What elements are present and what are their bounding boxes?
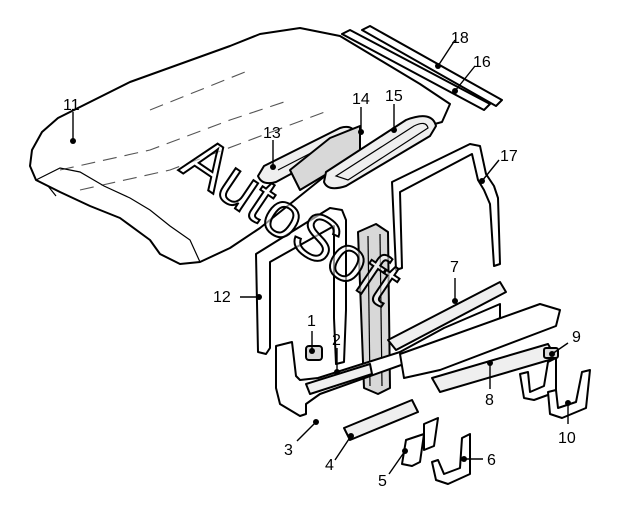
- sill-panel-rear: [399, 303, 561, 393]
- callout-16: 16: [473, 54, 491, 71]
- callout-17: 17: [500, 148, 518, 165]
- sill-cover-front: [343, 399, 419, 441]
- callout-5: 5: [378, 473, 387, 490]
- callout-1: 1: [307, 313, 316, 330]
- callout-4: 4: [325, 457, 334, 474]
- callout-12: 12: [213, 289, 231, 306]
- bracket-10: [547, 369, 591, 419]
- leader-dots: [70, 63, 571, 462]
- callout-10: 10: [558, 430, 576, 447]
- callout-labels: 1 2 3 4 5 6 7 8 9 10 11 12 13 14 15 16 1…: [63, 30, 581, 490]
- callout-7: 7: [450, 259, 459, 276]
- callout-8: 8: [485, 392, 494, 409]
- roof-glass-right: [289, 115, 437, 191]
- sill-assembly: [275, 281, 507, 417]
- side-seal-left: [255, 207, 347, 365]
- callout-15: 15: [385, 88, 403, 105]
- bracket-5: [401, 417, 439, 467]
- callout-14: 14: [352, 91, 370, 108]
- bracket-6: [431, 433, 471, 485]
- callout-6: 6: [487, 452, 496, 469]
- callout-9: 9: [572, 329, 581, 346]
- callout-2: 2: [332, 332, 341, 349]
- callout-3: 3: [284, 442, 293, 459]
- door-seal: [391, 143, 501, 271]
- callout-13: 13: [263, 125, 281, 142]
- callout-18: 18: [451, 30, 469, 47]
- leader-lines: [72, 39, 569, 475]
- callout-11: 11: [63, 97, 80, 114]
